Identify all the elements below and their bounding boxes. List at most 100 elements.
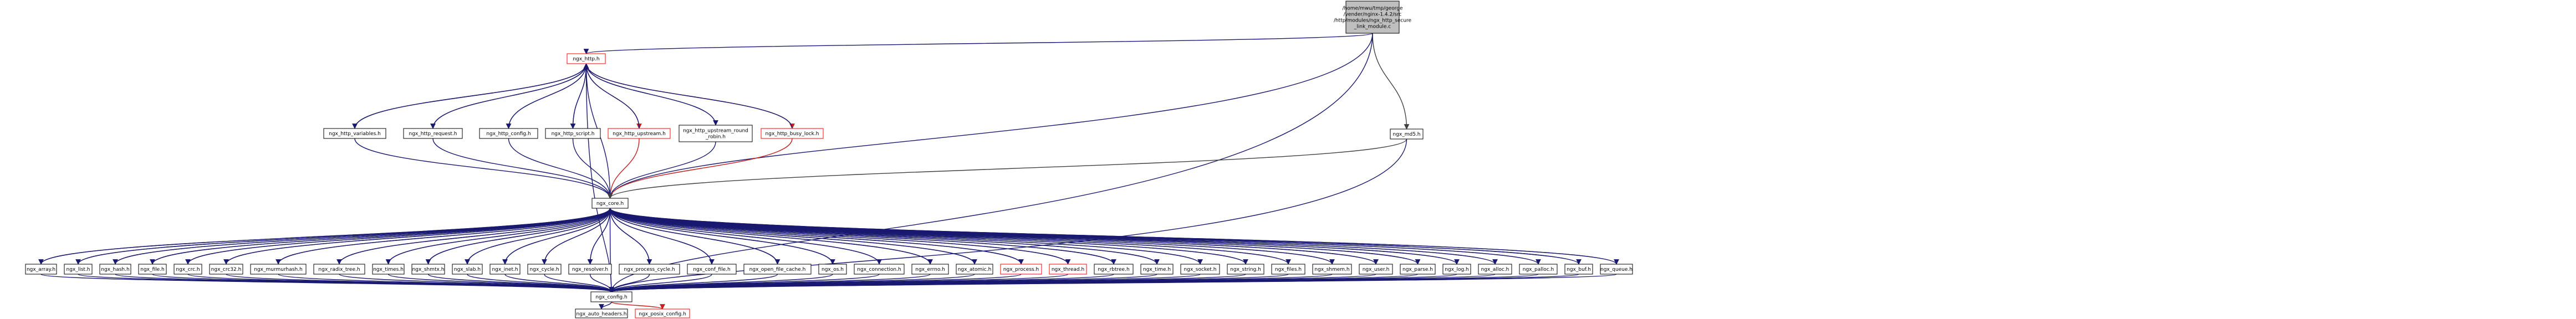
node-box bbox=[854, 264, 905, 275]
node-label: ngx_crc.h bbox=[176, 267, 200, 272]
dependency-edge bbox=[572, 63, 589, 129]
node-ngx-http-request-h[interactable]: ngx_http_request.h bbox=[403, 128, 463, 139]
node-box bbox=[1227, 264, 1264, 275]
node-ngx-http-upstream-round-robin-h[interactable]: ngx_http_upstream_round_robin.h bbox=[679, 125, 753, 142]
node-label: ngx_time.h bbox=[1143, 267, 1171, 272]
node-child-21[interactable]: ngx_process.h bbox=[1000, 264, 1042, 275]
node-label: ngx_http_busy_lock.h bbox=[766, 131, 819, 137]
node-box bbox=[1312, 264, 1352, 275]
node-ngx-auto-headers-h[interactable]: ngx_auto_headers.h bbox=[575, 308, 628, 318]
node-ngx-http-script-h[interactable]: ngx_http_script.h bbox=[545, 128, 601, 139]
node-child-15[interactable]: ngx_conf_file.h bbox=[687, 264, 737, 275]
node-child-25[interactable]: ngx_socket.h bbox=[1180, 264, 1220, 275]
node-child-24[interactable]: ngx_time.h bbox=[1140, 264, 1174, 275]
dependency-edge bbox=[432, 63, 589, 129]
node-box bbox=[1359, 264, 1393, 275]
node-child-2[interactable]: ngx_hash.h bbox=[99, 264, 131, 275]
node-label: ngx_errno.h bbox=[915, 267, 945, 272]
dependency-edge bbox=[607, 208, 931, 265]
dependency-edge bbox=[611, 301, 665, 310]
node-child-3[interactable]: ngx_file.h bbox=[138, 264, 167, 275]
node-child-8[interactable]: ngx_times.h bbox=[372, 264, 405, 275]
node-child-17[interactable]: ngx_os.h bbox=[818, 264, 847, 275]
dependency-edge bbox=[607, 208, 1539, 265]
node-child-1[interactable]: ngx_list.h bbox=[64, 264, 93, 275]
node-child-11[interactable]: ngx_inet.h bbox=[489, 264, 521, 275]
node-child-32[interactable]: ngx_alloc.h bbox=[1478, 264, 1512, 275]
dependency-edge bbox=[607, 208, 778, 265]
node-ngx-http-busy-lock-h[interactable]: ngx_http_busy_lock.h bbox=[761, 128, 824, 139]
node-ngx-http-config-h[interactable]: ngx_http_config.h bbox=[479, 128, 538, 139]
node-child-27[interactable]: ngx_files.h bbox=[1271, 264, 1305, 275]
node-label: /vender/nginx-1.4.2/src bbox=[1344, 12, 1402, 18]
node-label: ngx_http_request.h bbox=[409, 131, 457, 137]
node-child-22[interactable]: ngx_thread.h bbox=[1049, 264, 1087, 275]
dependency-edge bbox=[467, 208, 613, 265]
node-label: ngx_array.h bbox=[27, 267, 55, 272]
dependency-edge bbox=[607, 141, 716, 199]
node-child-10[interactable]: ngx_slab.h bbox=[452, 264, 483, 275]
node-child-23[interactable]: ngx_rbtree.h bbox=[1094, 264, 1134, 275]
dependency-edge bbox=[544, 208, 613, 265]
node-box bbox=[635, 308, 690, 318]
node-box bbox=[591, 198, 629, 209]
node-box bbox=[1094, 264, 1134, 275]
node-label: ngx_shmem.h bbox=[1314, 267, 1349, 272]
node-ngx-posix-config-h[interactable]: ngx_posix_config.h bbox=[635, 308, 690, 318]
node-child-34[interactable]: ngx_buf.h bbox=[1564, 264, 1593, 275]
node-child-12[interactable]: ngx_cycle.h bbox=[527, 264, 562, 275]
node-child-20[interactable]: ngx_atomic.h bbox=[956, 264, 993, 275]
node-label: ngx_atomic.h bbox=[958, 267, 992, 272]
dependency-edge bbox=[607, 208, 1022, 265]
node-child-35[interactable]: ngx_queue.h bbox=[1600, 264, 1633, 275]
node-child-30[interactable]: ngx_parse.h bbox=[1400, 264, 1436, 275]
node-ngx-http-variables-h[interactable]: ngx_http_variables.h bbox=[323, 128, 386, 139]
node-label: _robin.h bbox=[705, 135, 726, 140]
dependency-edge bbox=[607, 138, 640, 199]
node-label: /http/modules/ngx_http_secure bbox=[1334, 18, 1412, 24]
node-child-18[interactable]: ngx_connection.h bbox=[854, 264, 905, 275]
node-label: ngx_files.h bbox=[1275, 267, 1302, 272]
node-label: ngx_alloc.h bbox=[1481, 267, 1509, 272]
node-child-33[interactable]: ngx_palloc.h bbox=[1519, 264, 1558, 275]
node-ngx-http-upstream-h[interactable]: ngx_http_upstream.h bbox=[608, 128, 671, 139]
node-box bbox=[403, 128, 463, 139]
node-child-13[interactable]: ngx_resolver.h bbox=[568, 264, 612, 275]
node-ngx-md5-h[interactable]: ngx_md5.h bbox=[1390, 128, 1424, 140]
node-label: ngx_slab.h bbox=[454, 267, 481, 272]
node-label: ngx_rbtree.h bbox=[1098, 267, 1129, 272]
node-box bbox=[313, 264, 365, 275]
node-child-31[interactable]: ngx_log.h bbox=[1442, 264, 1471, 275]
node-child-6[interactable]: ngx_murmurhash.h bbox=[250, 264, 307, 275]
node-child-7[interactable]: ngx_radix_tree.h bbox=[313, 264, 365, 275]
node-child-9[interactable]: ngx_shmtx.h bbox=[411, 264, 445, 275]
node-child-16[interactable]: ngx_open_file_cache.h bbox=[743, 264, 812, 275]
node-child-0[interactable]: ngx_array.h bbox=[25, 264, 57, 275]
node-child-19[interactable]: ngx_errno.h bbox=[911, 264, 949, 275]
node-box bbox=[575, 308, 628, 318]
node-box bbox=[411, 264, 445, 275]
node-box bbox=[25, 264, 57, 275]
node-label: ngx_http_config.h bbox=[486, 131, 530, 137]
node-root[interactable]: /home/mwu/tmp/george/vender/nginx-1.4.2/… bbox=[1334, 1, 1412, 34]
node-child-5[interactable]: ngx_crc32.h bbox=[209, 264, 243, 275]
node-label: ngx_posix_config.h bbox=[639, 312, 686, 317]
dependency-edge bbox=[387, 208, 613, 265]
dependency-edge bbox=[609, 208, 614, 292]
node-child-28[interactable]: ngx_shmem.h bbox=[1312, 264, 1352, 275]
node-ngx-core-h[interactable]: ngx_core.h bbox=[591, 198, 629, 209]
node-label: _link_module.c bbox=[1354, 24, 1391, 30]
node-child-4[interactable]: ngx_crc.h bbox=[174, 264, 202, 275]
dependency-edge bbox=[607, 208, 1419, 265]
node-child-26[interactable]: ngx_string.h bbox=[1227, 264, 1264, 275]
node-child-14[interactable]: ngx_process_cycle.h bbox=[619, 264, 680, 275]
node-box bbox=[1564, 264, 1593, 275]
node-ngx-config-h[interactable]: ngx_config.h bbox=[590, 291, 632, 302]
dependency-edge bbox=[467, 274, 614, 292]
node-box bbox=[956, 264, 993, 275]
node-ngx-http-h[interactable]: ngx_http.h bbox=[567, 53, 606, 64]
dependency-edge bbox=[607, 208, 650, 265]
node-child-29[interactable]: ngx_user.h bbox=[1359, 264, 1393, 275]
node-label: ngx_http.h bbox=[573, 56, 599, 62]
